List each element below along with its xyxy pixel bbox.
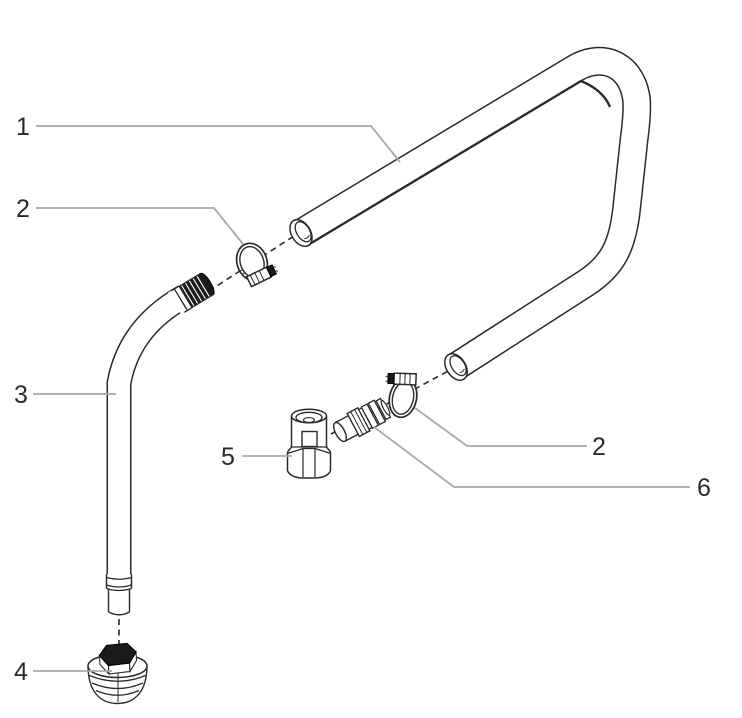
callout-label-3: 3 <box>14 381 28 409</box>
fitting-window <box>301 430 318 448</box>
suction-tube-part-3 <box>105 272 215 616</box>
hose-open-end-upper <box>289 218 313 248</box>
tube-threaded-end <box>167 272 215 315</box>
barb-fitting-part-6 <box>332 397 392 443</box>
callout-5: 5 <box>221 443 292 471</box>
suction-hose-part-1 <box>289 46 652 381</box>
callout-2-lower: 2 <box>414 407 606 461</box>
hose-clamp-lower-part-2 <box>385 372 418 419</box>
callout-label-5: 5 <box>221 443 235 471</box>
hose-open-end-lower <box>444 353 468 381</box>
callout-label-6: 6 <box>697 474 711 502</box>
leader-line-6 <box>373 426 690 488</box>
clamp-screw-housing <box>245 264 278 288</box>
leader-line-2-lower <box>414 407 587 447</box>
clamp-screw-housing <box>385 372 417 386</box>
callout-label-2-lower: 2 <box>592 433 606 461</box>
callout-4: 4 <box>14 658 112 686</box>
hose-clamp-upper-part-2 <box>235 242 278 288</box>
swivel-fitting-part-5 <box>286 408 332 479</box>
callout-label-2-upper: 2 <box>16 195 30 223</box>
hose-shaded-edge <box>307 79 612 246</box>
callout-label-4: 4 <box>14 658 28 686</box>
leader-line-1 <box>36 125 401 163</box>
strainer-mesh-top <box>98 642 137 667</box>
callout-1: 1 <box>16 113 401 163</box>
callout-3: 3 <box>14 381 116 409</box>
tube-lower-end <box>105 574 133 616</box>
callouts: 1 2 3 4 5 2 6 <box>14 113 711 686</box>
callout-2-upper: 2 <box>16 195 244 245</box>
axis-dash-upper <box>208 235 295 292</box>
leader-line-2-upper <box>36 207 244 245</box>
inlet-strainer-part-4 <box>87 642 148 705</box>
callout-label-1: 1 <box>16 113 30 141</box>
callout-6: 6 <box>373 426 711 502</box>
